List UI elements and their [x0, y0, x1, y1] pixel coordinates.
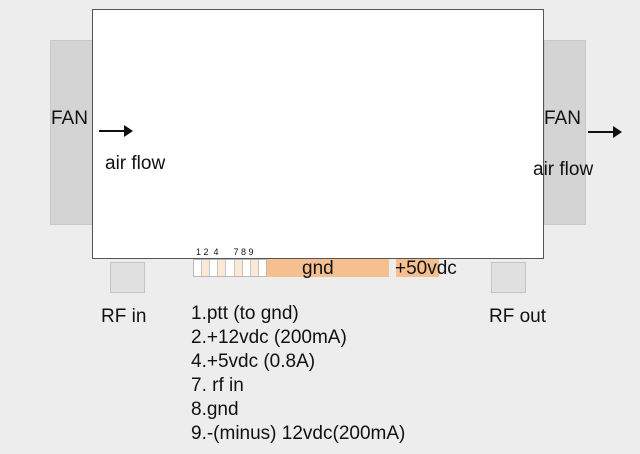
right-airflow-label: air flow: [533, 159, 594, 180]
pinout-item: 1.ptt (to gnd): [191, 303, 299, 324]
left-airflow-label: air flow: [105, 153, 166, 174]
gnd-terminal: [267, 259, 389, 277]
right-fan-label: FAN: [544, 108, 581, 129]
plus-50vdc-terminal: [396, 259, 439, 277]
pinout-item: 7. rf in: [191, 375, 244, 396]
pin-9: [258, 260, 266, 276]
left-airflow-arrow: [99, 125, 133, 137]
left-fan: [50, 40, 94, 225]
pin-6: [234, 260, 243, 276]
rf-out-label: RF out: [489, 306, 547, 327]
pinout-item: 9.-(minus) 12vdc(200mA): [191, 423, 406, 444]
right-airflow-arrow: [588, 126, 622, 138]
rf-in-connector: [110, 262, 145, 293]
pinout-item: 2.+12vdc (200mA): [191, 327, 347, 348]
pin-4: [218, 260, 227, 276]
right-fan: [544, 40, 586, 225]
pinout-item: 4.+5vdc (0.8A): [191, 351, 316, 372]
pin-numbers: 1 2 4 7 8 9: [196, 247, 254, 257]
rf-out-connector: [491, 262, 526, 293]
pin-8: [250, 260, 259, 276]
pin-7: [242, 260, 251, 276]
pin-header: [193, 259, 267, 277]
pinout-item: 8.gnd: [191, 399, 239, 420]
pin-3: [210, 260, 219, 276]
pin-2: [202, 260, 211, 276]
left-fan-label: FAN: [51, 108, 88, 129]
gnd-label: gnd: [302, 258, 334, 279]
pin-5: [226, 260, 235, 276]
rf-in-label: RF in: [101, 306, 147, 327]
amplifier-enclosure: [92, 9, 544, 259]
plus-50vdc-label: +50vdc: [395, 258, 457, 279]
pin-1: [194, 260, 203, 276]
pinout-list: 1.ptt (to gnd) 2.+12vdc (200mA) 4.+5vdc …: [191, 302, 405, 446]
